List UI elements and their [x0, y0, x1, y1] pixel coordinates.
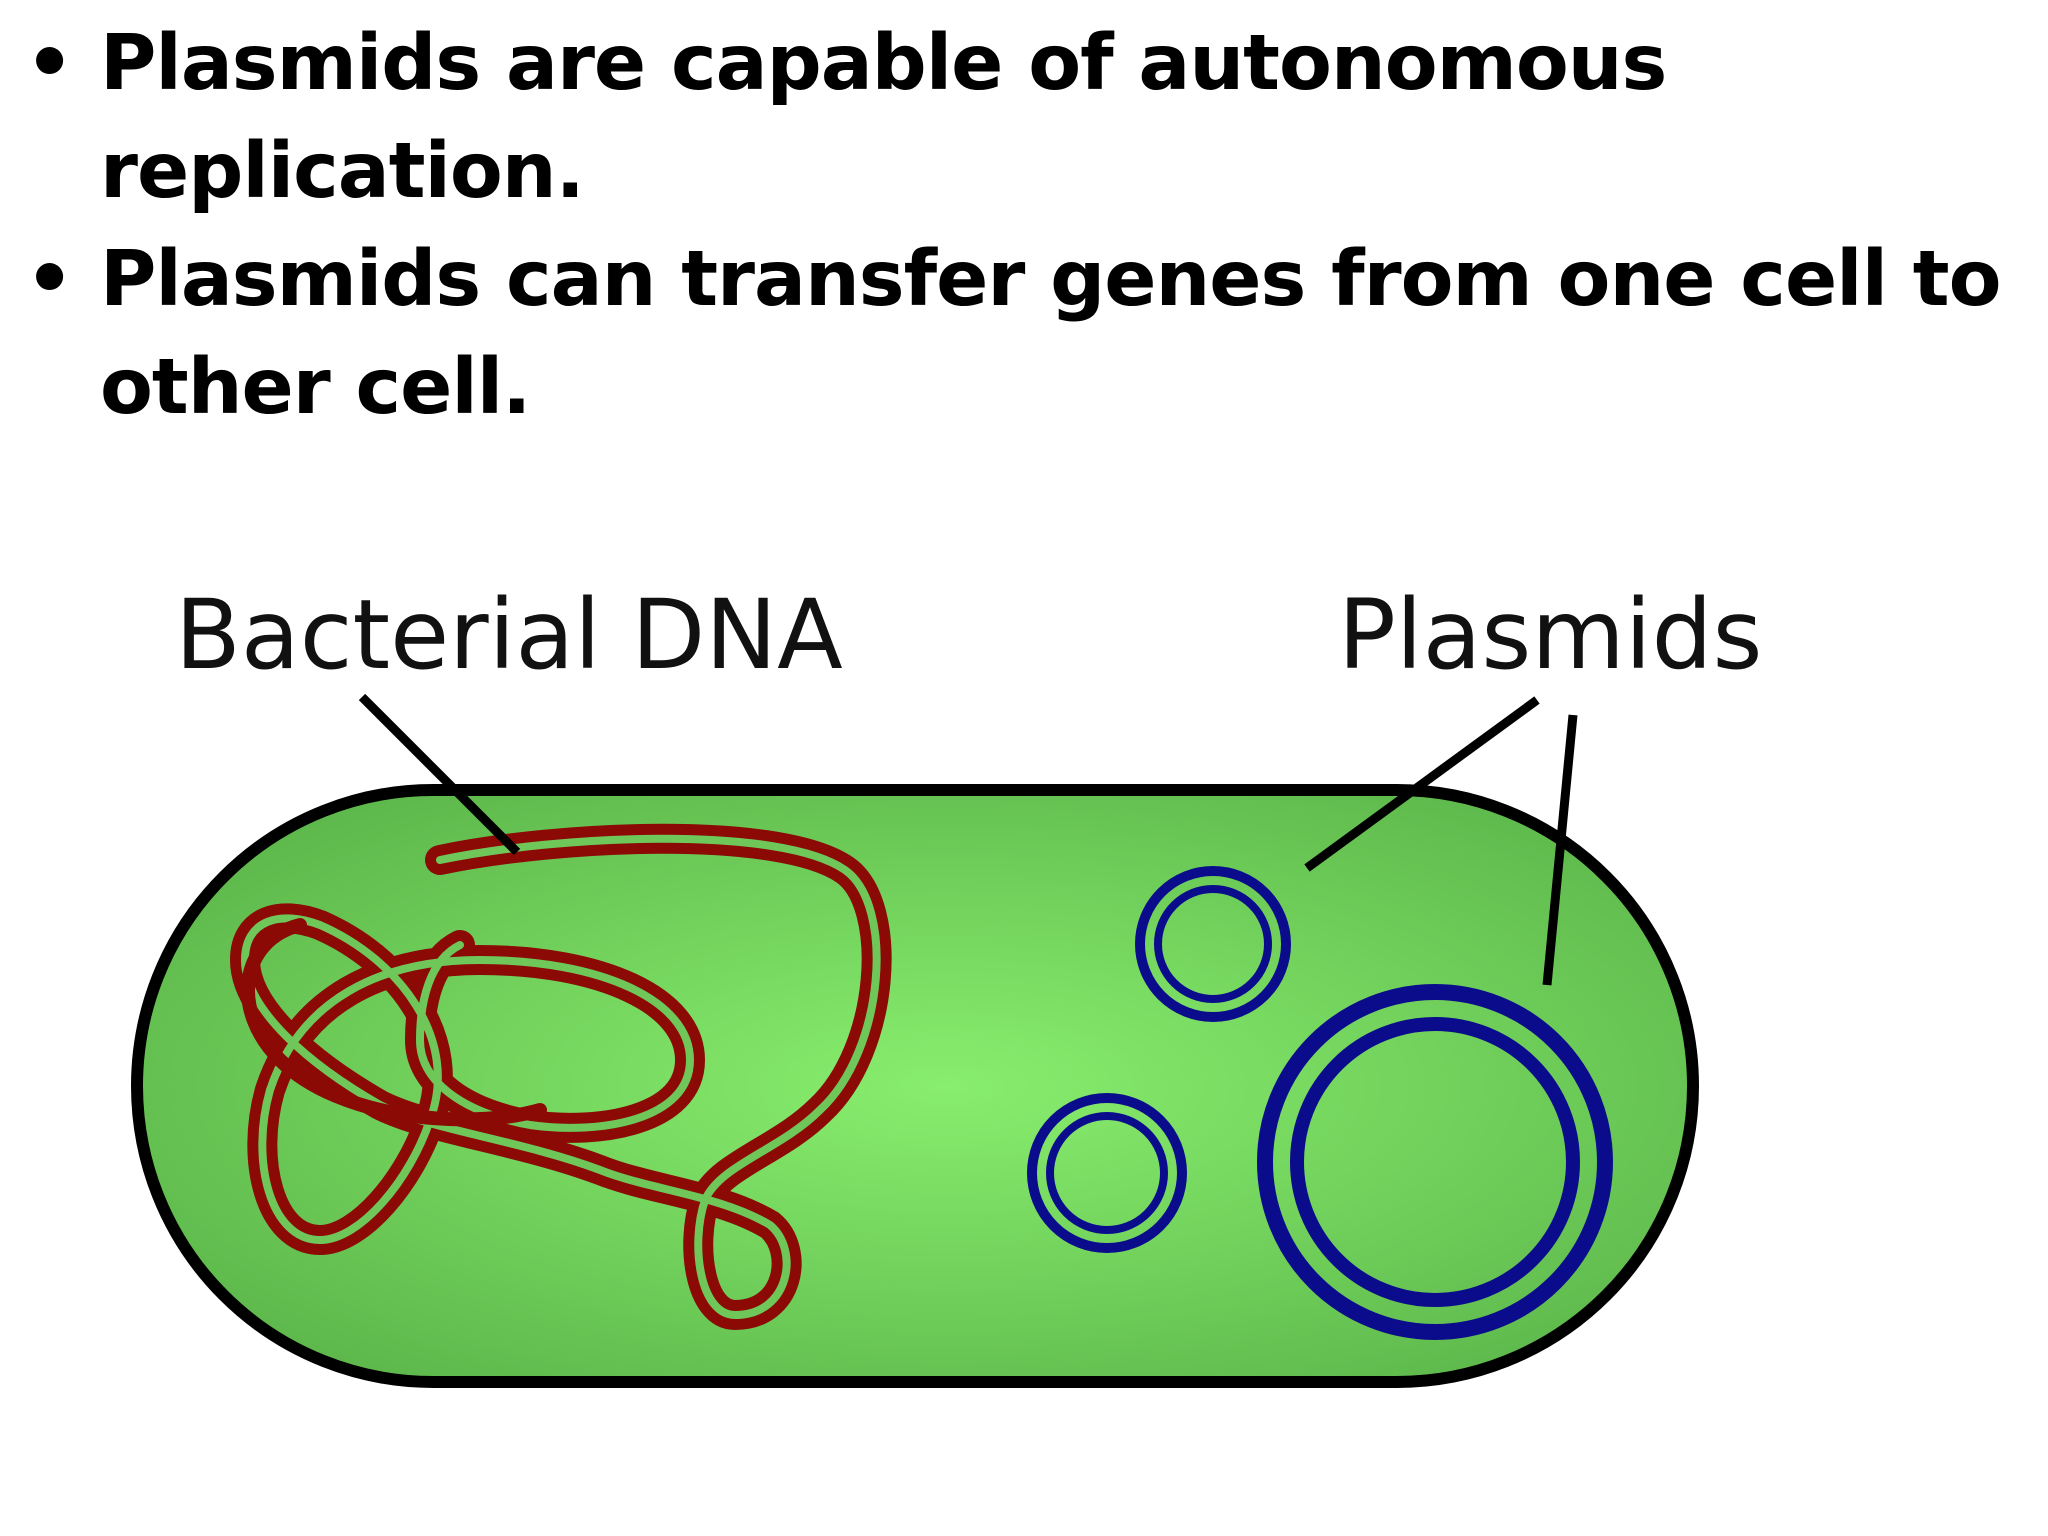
pointer-line-plasmid-1	[1304, 696, 1540, 872]
pointer-line-dna	[358, 693, 521, 856]
label-bacterial-dna: Bacterial DNA	[175, 579, 843, 691]
plasmid-small-bottom	[1027, 1093, 1187, 1253]
bullet-dot: •	[25, 19, 74, 108]
dna-strand-inner	[241, 834, 881, 1319]
bullet-text: Plasmids can transfer genes from one cel…	[100, 235, 2001, 432]
dna-strand-extra-loop	[241, 918, 547, 1127]
pointer-line-plasmid-2	[1542, 714, 1578, 986]
bullet-dot: •	[25, 235, 74, 324]
bullet-item: • Plasmids are capable of autonomous rep…	[20, 10, 2020, 226]
bacterial-cell	[131, 784, 1699, 1388]
bullet-text: Plasmids are capable of autonomous repli…	[100, 19, 1667, 216]
bullet-item: • Plasmids can transfer genes from one c…	[20, 226, 2020, 442]
bullet-list: • Plasmids are capable of autonomous rep…	[20, 10, 2020, 442]
plasmid-small-top	[1135, 866, 1291, 1022]
bacterial-dna	[230, 823, 892, 1330]
label-plasmids: Plasmids	[1338, 579, 1763, 691]
plasmid-large	[1257, 984, 1613, 1340]
